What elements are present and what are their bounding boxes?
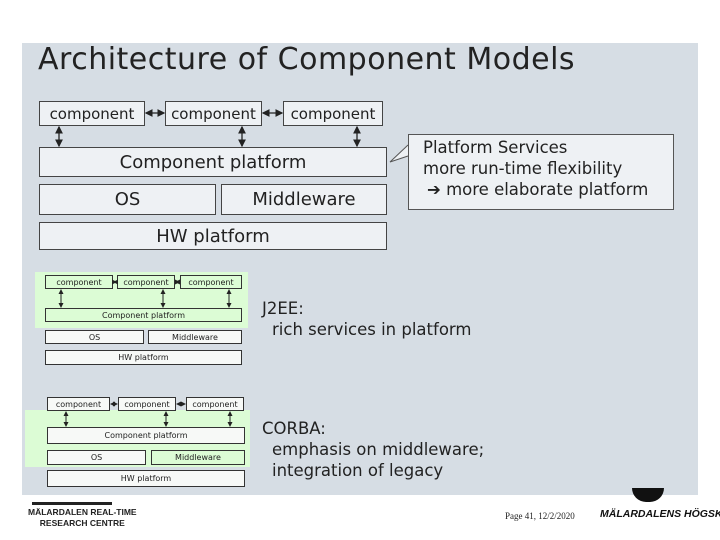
main-component-2: component	[165, 101, 262, 126]
university-logo: MÄLARDALENS HÖGSKOLA	[600, 508, 720, 520]
corba-component-3: component	[186, 397, 244, 411]
main-component-platform: Component platform	[39, 147, 387, 177]
corba-os: OS	[47, 450, 146, 465]
j2ee-component-3: component	[180, 275, 242, 289]
university-logo-mark	[632, 488, 664, 502]
main-component-1: component	[39, 101, 145, 126]
mrtc-logo: MÄLARDALEN REAL-TIME RESEARCH CENTRE	[28, 502, 137, 529]
j2ee-os: OS	[45, 330, 144, 344]
main-component-3: component	[283, 101, 383, 126]
callout-line-1: Platform Services	[423, 138, 568, 157]
corba-description-2: integration of legacy	[272, 461, 444, 480]
mrtc-line-1: MÄLARDALEN REAL-TIME	[28, 507, 137, 517]
mrtc-line-2: RESEARCH CENTRE	[39, 518, 125, 528]
slide-title: Architecture of Component Models	[38, 42, 576, 77]
j2ee-middleware: Middleware	[148, 330, 242, 344]
corba-description-1: emphasis on middleware;	[272, 440, 485, 459]
j2ee-description: rich services in platform	[272, 320, 472, 339]
main-hw-platform: HW platform	[39, 222, 387, 250]
j2ee-hw-platform: HW platform	[45, 350, 242, 365]
main-middleware: Middleware	[221, 184, 387, 215]
platform-services-callout: Platform Services more run-time flexibil…	[408, 134, 674, 210]
corba-component-1: component	[47, 397, 110, 411]
main-os: OS	[39, 184, 216, 215]
corba-component-platform: Component platform	[47, 427, 245, 444]
callout-line-3: more elaborate platform	[446, 180, 649, 199]
corba-component-2: component	[118, 397, 176, 411]
implies-arrow-icon: ➔	[427, 180, 441, 199]
j2ee-component-platform: Component platform	[45, 308, 242, 322]
mrtc-logo-mark	[32, 502, 112, 505]
callout-line-3-row: ➔ more elaborate platform	[423, 179, 673, 200]
corba-middleware: Middleware	[151, 450, 245, 465]
j2ee-title: J2EE:	[262, 299, 304, 318]
corba-title: CORBA:	[262, 419, 326, 438]
callout-pointer	[389, 144, 409, 163]
page-number: Page 41, 12/2/2020	[505, 511, 575, 521]
corba-hw-platform: HW platform	[47, 470, 245, 487]
callout-line-2: more run-time flexibility	[423, 159, 623, 178]
